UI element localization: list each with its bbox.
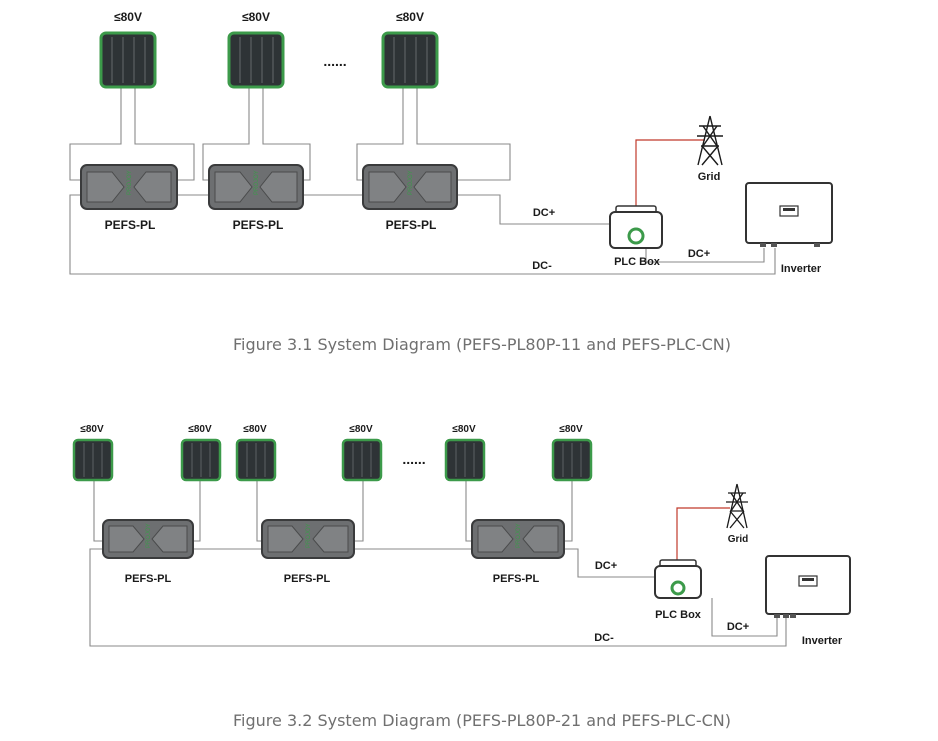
figure-caption: Figure 3.1 System Diagram (PEFS-PL80P-11… bbox=[233, 335, 731, 354]
panel-voltage-label: ≤80V bbox=[349, 424, 373, 435]
optimizer-label: PEFS-PL bbox=[105, 218, 156, 232]
panel-voltage-label: ≤80V bbox=[452, 424, 476, 435]
optimizer-label: PEFS-PL bbox=[233, 218, 284, 232]
inverter-icon bbox=[765, 555, 851, 618]
optimizer-icon: PROJOY bbox=[102, 519, 194, 559]
optimizer-brand: PROJOY bbox=[254, 170, 260, 195]
panel-voltage-label: ≤80V bbox=[114, 10, 142, 24]
plc-box-icon bbox=[654, 559, 702, 599]
inverter-label: Inverter bbox=[802, 635, 843, 647]
optimizer-icon: PROJOY bbox=[208, 164, 304, 210]
dc-plus-label: DC+ bbox=[688, 248, 710, 260]
dc-minus-label: DC- bbox=[594, 632, 614, 644]
solar-panel-icon bbox=[381, 31, 439, 89]
grid-tower-icon bbox=[726, 483, 748, 529]
ellipsis: ...... bbox=[402, 451, 425, 467]
grid-label: Grid bbox=[698, 171, 721, 183]
solar-panel-icon bbox=[551, 438, 593, 482]
figure-caption: Figure 3.2 System Diagram (PEFS-PL80P-21… bbox=[233, 711, 731, 730]
dc-minus-label: DC- bbox=[532, 260, 552, 272]
diagram-2: ≤80V ≤80V ≤80V ≤80V ≤80V ≤80V ...... PRO… bbox=[72, 424, 851, 730]
diagram-1: ≤80V ≤80V ≤80V ...... PROJOY PROJOY PROJ… bbox=[69, 10, 833, 354]
dc-plus-label: DC+ bbox=[727, 621, 749, 633]
panel-voltage-label: ≤80V bbox=[243, 424, 267, 435]
inverter-label: Inverter bbox=[781, 263, 822, 275]
ellipsis: ...... bbox=[323, 53, 346, 69]
diagram-1-wiring bbox=[69, 87, 776, 275]
panel-voltage-label: ≤80V bbox=[188, 424, 212, 435]
optimizer-label: PEFS-PL bbox=[284, 573, 331, 585]
optimizer-icon: PROJOY bbox=[362, 164, 458, 210]
inverter-icon bbox=[745, 182, 833, 247]
optimizer-icon: PROJOY bbox=[80, 164, 178, 210]
panel-voltage-label: ≤80V bbox=[559, 424, 583, 435]
plc-box-label: PLC Box bbox=[655, 609, 702, 621]
optimizer-brand: PROJOY bbox=[408, 170, 414, 195]
solar-panel-icon bbox=[180, 438, 222, 482]
grid-tower-icon bbox=[697, 115, 723, 166]
diagram-2-wiring bbox=[89, 480, 787, 647]
optimizer-icon: PROJOY bbox=[471, 519, 565, 559]
solar-panel-icon bbox=[235, 438, 277, 482]
solar-panel-icon bbox=[72, 438, 114, 482]
panel-voltage-label: ≤80V bbox=[80, 424, 104, 435]
dc-plus-label: DC+ bbox=[595, 560, 617, 572]
solar-panel-icon bbox=[341, 438, 383, 482]
optimizer-brand: PROJOY bbox=[127, 170, 133, 195]
optimizer-brand: PROJOY bbox=[306, 523, 312, 548]
optimizer-icon: PROJOY bbox=[261, 519, 355, 559]
optimizer-brand: PROJOY bbox=[516, 523, 522, 548]
optimizer-label: PEFS-PL bbox=[125, 573, 172, 585]
optimizer-label: PEFS-PL bbox=[493, 573, 540, 585]
panel-voltage-label: ≤80V bbox=[396, 10, 424, 24]
solar-panel-icon bbox=[227, 31, 285, 89]
solar-panel-icon bbox=[444, 438, 486, 482]
optimizer-brand: PROJOY bbox=[146, 523, 152, 548]
panel-voltage-label: ≤80V bbox=[242, 10, 270, 24]
solar-panel-icon bbox=[99, 31, 157, 89]
optimizer-label: PEFS-PL bbox=[386, 218, 437, 232]
grid-label: Grid bbox=[728, 534, 749, 545]
dc-plus-label: DC+ bbox=[533, 207, 555, 219]
plc-box-icon bbox=[609, 205, 663, 249]
plc-box-label: PLC Box bbox=[614, 256, 661, 268]
